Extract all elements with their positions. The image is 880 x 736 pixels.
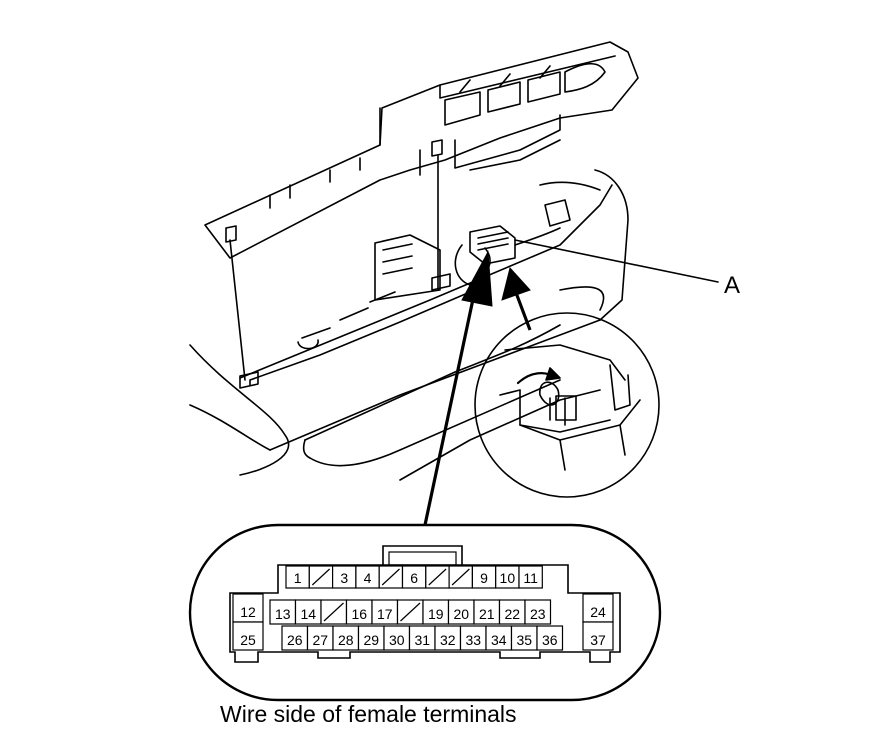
pin-blank xyxy=(308,565,334,589)
pin-25: 25 xyxy=(232,621,264,651)
pin-35: 35 xyxy=(510,625,538,651)
panel-connector xyxy=(454,181,601,286)
pin-23: 23 xyxy=(524,599,552,625)
detail-circle xyxy=(474,312,660,498)
pin-blank xyxy=(320,599,348,625)
pin-14: 14 xyxy=(294,599,322,625)
svg-text:4: 4 xyxy=(364,570,372,586)
svg-text:3: 3 xyxy=(340,570,348,586)
pin-24: 24 xyxy=(582,593,614,623)
master-window-switch xyxy=(204,41,639,259)
pin-34: 34 xyxy=(485,625,513,651)
svg-text:24: 24 xyxy=(590,604,606,620)
pin-blank xyxy=(396,599,424,625)
door-armrest-panel xyxy=(189,169,629,481)
svg-text:30: 30 xyxy=(389,632,405,648)
pin-blank xyxy=(425,565,450,589)
svg-text:23: 23 xyxy=(530,606,546,622)
pin-20: 20 xyxy=(447,599,475,625)
svg-text:13: 13 xyxy=(275,606,291,622)
svg-text:12: 12 xyxy=(240,604,256,620)
pin-33: 33 xyxy=(459,625,487,651)
svg-text:10: 10 xyxy=(500,570,516,586)
pin-1: 1 xyxy=(285,565,310,589)
svg-text:25: 25 xyxy=(240,632,256,648)
pin-blank xyxy=(448,565,474,589)
pointer-arrows xyxy=(423,250,532,526)
svg-text:11: 11 xyxy=(523,570,538,586)
pin-3: 3 xyxy=(332,565,357,589)
pin-22: 22 xyxy=(498,599,526,625)
pin-21: 21 xyxy=(473,599,501,625)
svg-text:27: 27 xyxy=(312,632,328,648)
svg-text:26: 26 xyxy=(287,632,303,648)
pin-28: 28 xyxy=(332,625,360,651)
svg-text:35: 35 xyxy=(516,632,532,648)
pin-10: 10 xyxy=(495,565,520,589)
diagram-caption: Wire side of female terminals xyxy=(220,701,517,727)
svg-text:22: 22 xyxy=(504,606,520,622)
svg-text:6: 6 xyxy=(410,570,418,586)
svg-text:19: 19 xyxy=(428,606,444,622)
svg-text:34: 34 xyxy=(491,632,507,648)
svg-text:14: 14 xyxy=(300,606,316,622)
svg-text:1: 1 xyxy=(294,570,302,586)
pin-13: 13 xyxy=(269,599,297,625)
svg-text:37: 37 xyxy=(590,632,606,648)
svg-text:20: 20 xyxy=(453,606,469,622)
pin-11: 11 xyxy=(518,565,543,589)
svg-text:29: 29 xyxy=(363,632,379,648)
pin-9: 9 xyxy=(471,565,497,589)
svg-text:31: 31 xyxy=(414,632,430,648)
pin-37: 37 xyxy=(582,621,614,651)
svg-text:17: 17 xyxy=(377,606,393,622)
pin-29: 29 xyxy=(357,625,385,651)
callout-a-leader xyxy=(514,239,719,283)
lock-tab xyxy=(382,545,463,565)
svg-text:9: 9 xyxy=(480,570,488,586)
svg-text:28: 28 xyxy=(338,632,354,648)
pin-6: 6 xyxy=(401,565,427,589)
pin-30: 30 xyxy=(383,625,411,651)
svg-text:21: 21 xyxy=(479,606,495,622)
svg-text:33: 33 xyxy=(465,632,481,648)
svg-text:36: 36 xyxy=(542,632,558,648)
svg-text:16: 16 xyxy=(351,606,367,622)
pin-blank xyxy=(378,565,404,589)
pin-32: 32 xyxy=(434,625,462,651)
mounting-guide-lines xyxy=(229,155,451,389)
pin-4: 4 xyxy=(355,565,380,589)
pin-19: 19 xyxy=(422,599,450,625)
pin-26: 26 xyxy=(281,625,309,651)
pin-12: 12 xyxy=(232,593,264,623)
pin-16: 16 xyxy=(345,599,373,625)
pin-36: 36 xyxy=(536,625,564,651)
rotate-arrow-icon xyxy=(545,367,561,381)
svg-text:32: 32 xyxy=(440,632,456,648)
callout-label-a: A xyxy=(724,272,740,299)
pin-31: 31 xyxy=(408,625,436,651)
pin-17: 17 xyxy=(371,599,399,625)
pin-27: 27 xyxy=(306,625,334,651)
